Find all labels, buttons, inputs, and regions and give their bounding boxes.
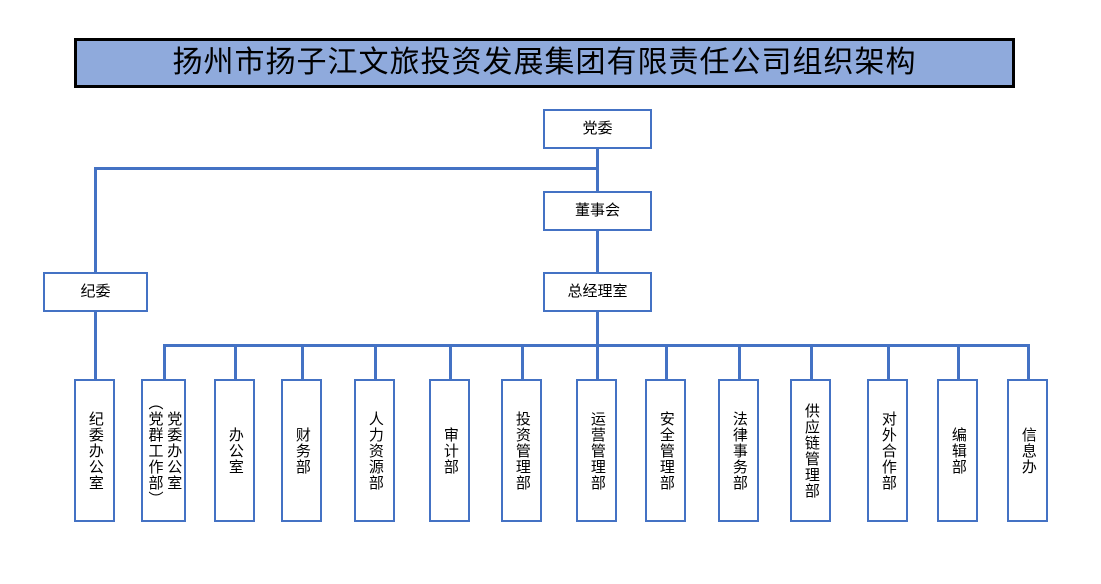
node-supply-chain-mgmt-dept[interactable]: 供应链管理部 <box>790 379 831 522</box>
connector-party-to-board <box>596 149 599 194</box>
node-general-manager-office[interactable]: 总经理室 <box>543 272 652 312</box>
connector-drop-legal-affairs-dept <box>738 344 741 379</box>
connector-drop-external-cooperation-dept <box>887 344 890 379</box>
node-party-committee-office[interactable]: 党委办公室 （党群工作部） <box>141 379 186 522</box>
node-discipline-committee-label: 纪委 <box>80 283 111 300</box>
node-legal-affairs-dept[interactable]: 法律事务部 <box>718 379 759 522</box>
connector-drop-supply-chain-mgmt-dept <box>810 344 813 379</box>
connector-drop-editorial-dept <box>957 344 960 379</box>
node-general-office[interactable]: 办公室 <box>214 379 255 522</box>
connector-drop-party-committee-office <box>163 344 166 379</box>
node-finance-dept[interactable]: 财务部 <box>281 379 322 522</box>
node-general-manager-office-label: 总经理室 <box>567 283 628 300</box>
connector-drop-audit-dept <box>449 344 452 379</box>
connector-drop-investment-mgmt-dept <box>521 344 524 379</box>
connector-drop-safety-mgmt-dept <box>665 344 668 379</box>
node-hr-dept-label: 人力资源部 <box>366 410 383 491</box>
node-supply-chain-mgmt-dept-label: 供应链管理部 <box>802 402 819 499</box>
connector-discipline-to-discipline-office <box>94 311 97 379</box>
connector-gm-to-bus <box>596 311 599 347</box>
connector-drop-finance-dept <box>301 344 304 379</box>
node-party-committee-label: 党委 <box>582 120 613 137</box>
node-audit-dept-label: 审计部 <box>441 426 458 475</box>
node-operations-mgmt-dept[interactable]: 运营管理部 <box>576 379 617 522</box>
node-investment-mgmt-dept-label: 投资管理部 <box>513 410 530 491</box>
node-hr-dept[interactable]: 人力资源部 <box>354 379 395 522</box>
node-discipline-office[interactable]: 纪委办公室 <box>74 379 115 522</box>
node-discipline-committee[interactable]: 纪委 <box>43 272 148 312</box>
node-party-committee-office-label: 党委办公室 <box>165 410 182 491</box>
connector-drop-information-office <box>1027 344 1030 379</box>
node-general-office-label: 办公室 <box>226 426 243 475</box>
connector-drop-hr-dept <box>374 344 377 379</box>
node-editorial-dept-label: 编辑部 <box>949 426 966 475</box>
node-operations-mgmt-dept-label: 运营管理部 <box>588 410 605 491</box>
node-legal-affairs-dept-label: 法律事务部 <box>730 410 747 491</box>
node-editorial-dept[interactable]: 编辑部 <box>937 379 978 522</box>
chart-title-text: 扬州市扬子江文旅投资发展集团有限责任公司组织架构 <box>172 46 917 79</box>
node-board-of-directors-label: 董事会 <box>574 202 620 219</box>
node-external-cooperation-dept-label: 对外合作部 <box>879 410 896 491</box>
node-safety-mgmt-dept-label: 安全管理部 <box>657 410 674 491</box>
connector-board-to-gm <box>596 231 599 273</box>
node-finance-dept-label: 财务部 <box>293 426 310 475</box>
node-investment-mgmt-dept[interactable]: 投资管理部 <box>501 379 542 522</box>
node-board-of-directors[interactable]: 董事会 <box>543 191 652 231</box>
node-safety-mgmt-dept[interactable]: 安全管理部 <box>645 379 686 522</box>
node-party-committee-office-sublabel: （党群工作部） <box>146 394 163 507</box>
node-information-office-label: 信息办 <box>1019 426 1036 475</box>
connector-drop-operations-mgmt-dept <box>596 344 599 379</box>
chart-title-banner: 扬州市扬子江文旅投资发展集团有限责任公司组织架构 <box>74 38 1015 88</box>
node-information-office[interactable]: 信息办 <box>1007 379 1048 522</box>
node-discipline-office-label: 纪委办公室 <box>86 410 103 491</box>
connector-drop-general-office <box>234 344 237 379</box>
node-external-cooperation-dept[interactable]: 对外合作部 <box>867 379 908 522</box>
connector-party-to-discipline-vertical <box>94 167 97 272</box>
connector-party-to-discipline-horizontal <box>94 167 599 170</box>
node-party-committee[interactable]: 党委 <box>543 109 652 149</box>
node-audit-dept[interactable]: 审计部 <box>429 379 470 522</box>
